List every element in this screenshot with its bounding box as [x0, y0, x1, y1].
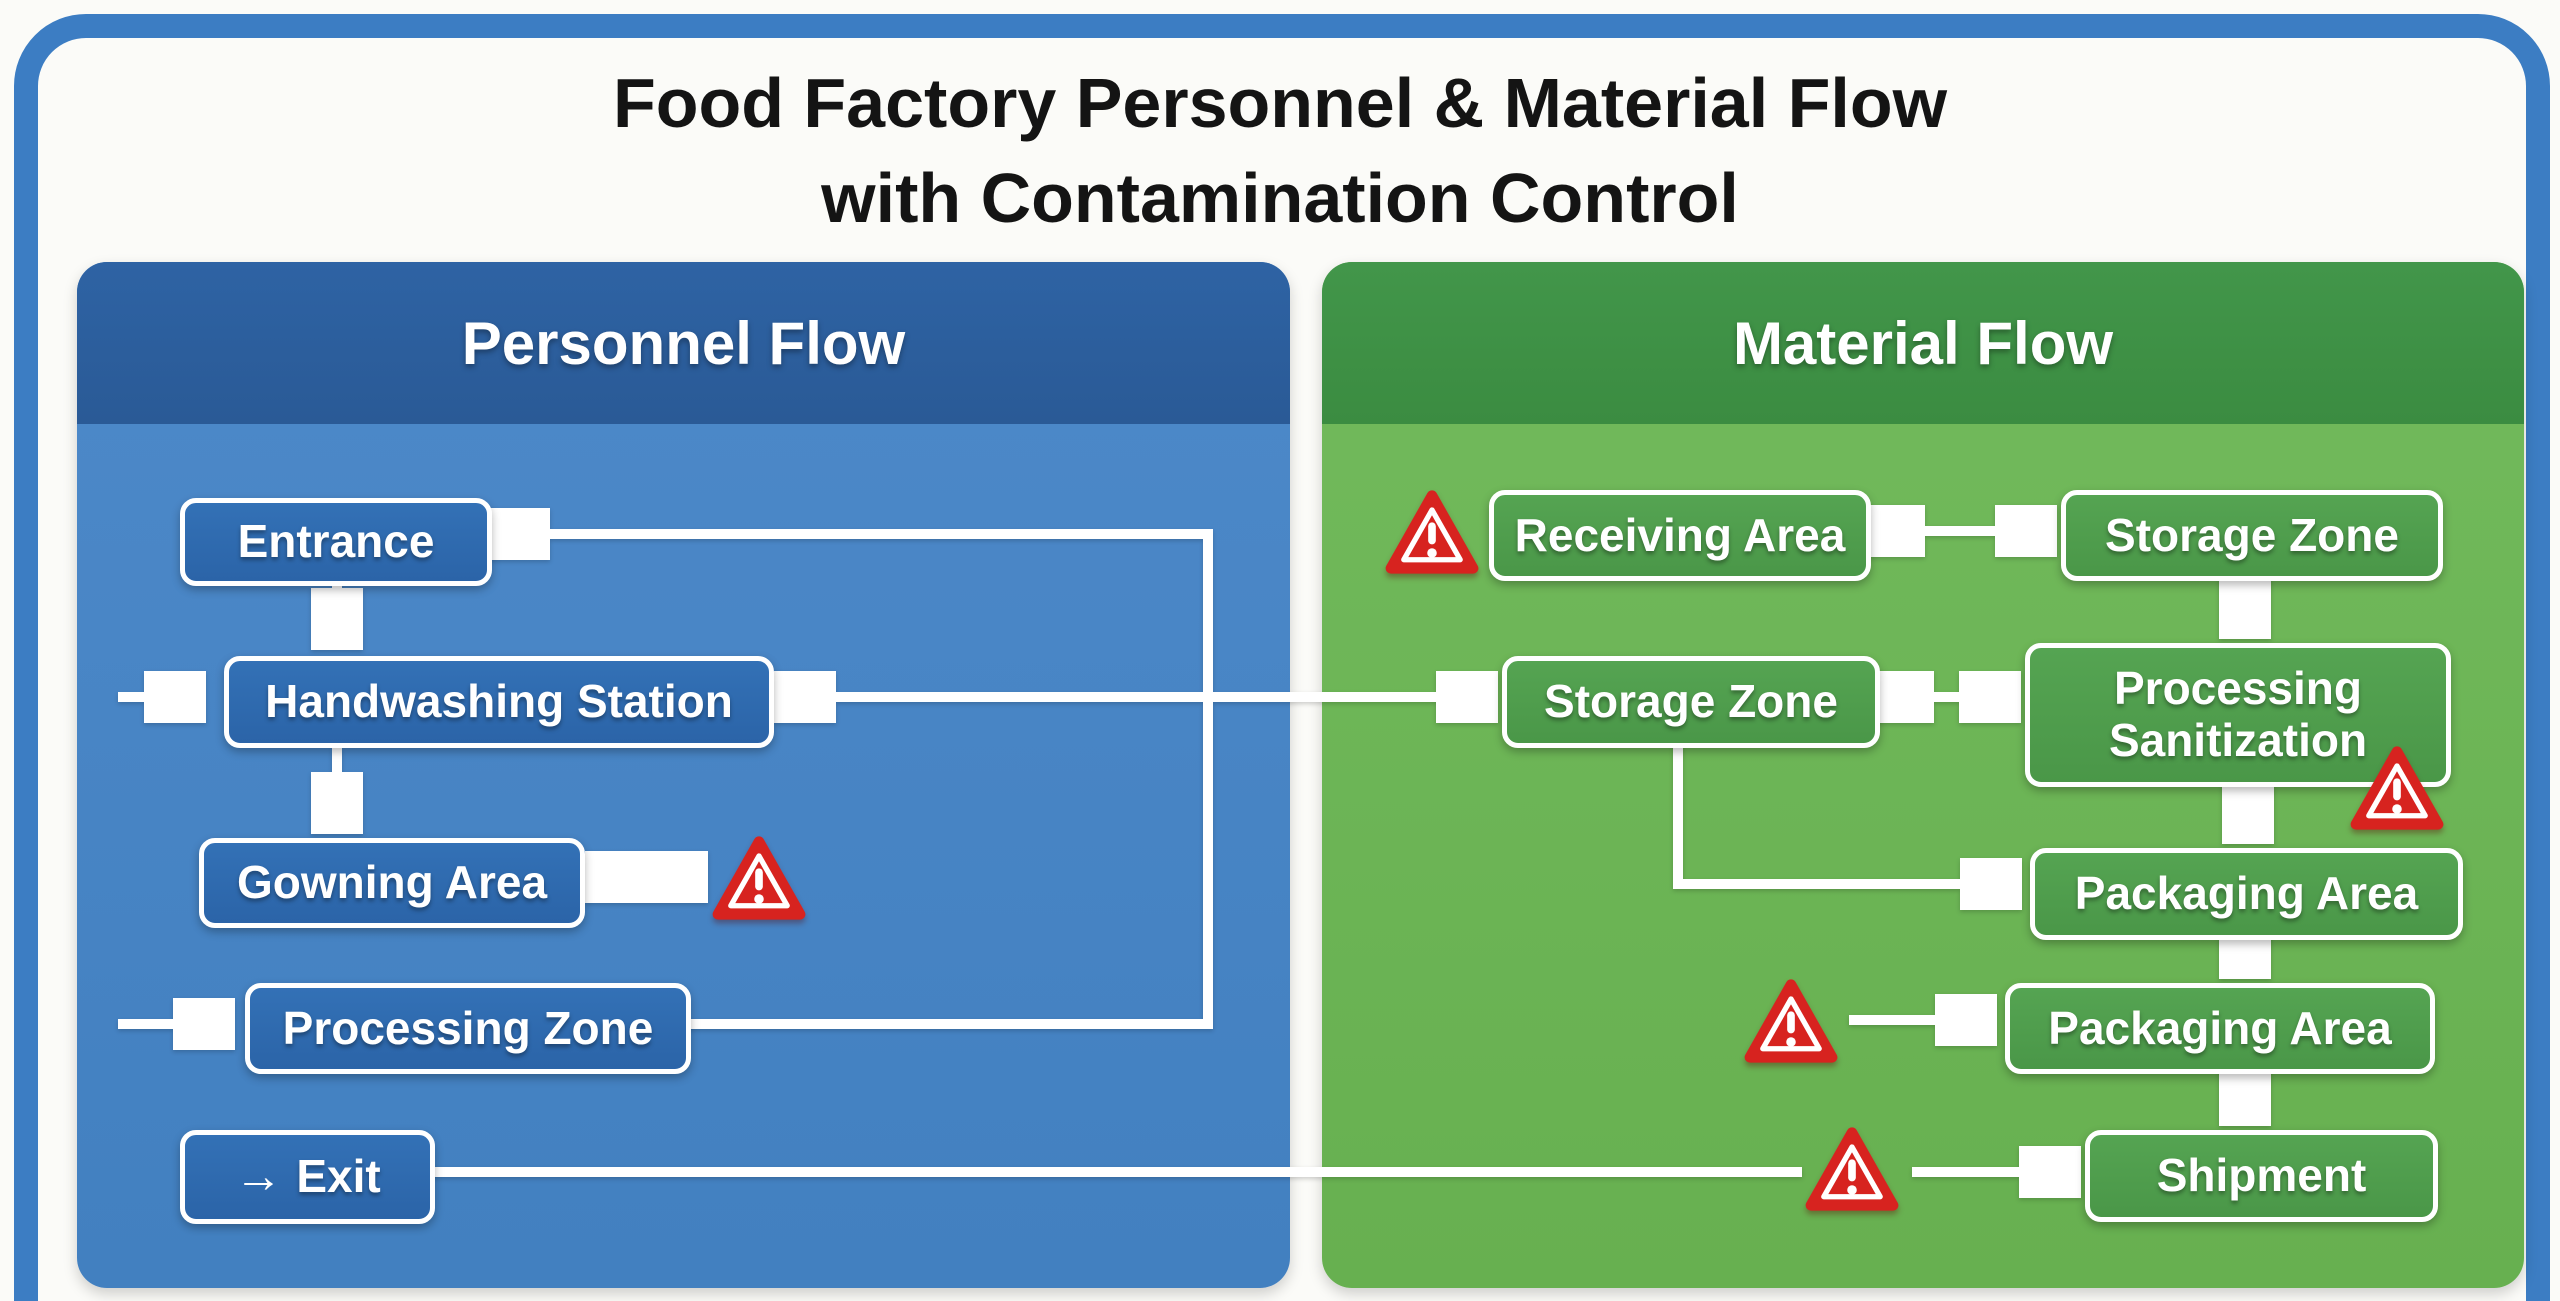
warning-icon-receiving	[1384, 487, 1480, 575]
warning-triangle-icon	[1750, 985, 1832, 1058]
node-packaging-area-2-label: Packaging Area	[2048, 1001, 2392, 1054]
node-processing-zone: Processing Zone	[245, 983, 691, 1074]
warning-icon-processing-sanitization	[2349, 743, 2445, 831]
warning-triangle-icon	[718, 842, 800, 915]
node-packaging-area-1: Packaging Area	[2030, 848, 2463, 940]
node-entrance-label: Entrance	[237, 515, 435, 568]
node-gowning-label: Gowning Area	[236, 856, 548, 909]
arrow-right-icon: →	[234, 1150, 283, 1204]
node-processing-sanitization-line2: Sanitization	[2108, 714, 2368, 766]
node-processing-sanitization-line1: Processing	[2114, 662, 2362, 715]
node-shipment-label: Shipment	[2156, 1149, 2367, 1202]
node-shipment: Shipment	[2085, 1130, 2438, 1222]
node-exit: → Exit	[180, 1130, 435, 1224]
material-flow-header: Material Flow	[1322, 262, 2524, 424]
warning-icon-gowning	[711, 833, 807, 921]
page-title: Food Factory Personnel & Material Flow w…	[0, 56, 2560, 246]
warning-triangle-icon	[1391, 496, 1473, 569]
outer-frame-border	[14, 14, 2550, 1301]
node-packaging-area-1-label: Packaging Area	[2074, 867, 2419, 920]
node-storage-zone-top-label: Storage Zone	[2105, 508, 2399, 561]
warning-icon-packaging	[1743, 976, 1839, 1064]
node-processing-zone-label: Processing Zone	[282, 1001, 654, 1054]
node-storage-zone-mid-label: Storage Zone	[1544, 675, 1838, 728]
page-title-line1: Food Factory Personnel & Material Flow	[612, 64, 1948, 142]
node-receiving-label: Receiving Area	[1514, 508, 1846, 561]
node-entrance: Entrance	[180, 498, 492, 586]
node-processing-sanitization: Processing Sanitization	[2025, 643, 2451, 787]
page-title-line2: with Contamination Control	[821, 159, 1739, 237]
node-storage-zone-top: Storage Zone	[2061, 490, 2443, 581]
node-handwashing-label: Handwashing Station	[265, 675, 733, 728]
node-packaging-area-2: Packaging Area	[2005, 983, 2435, 1074]
node-storage-zone-mid: Storage Zone	[1502, 656, 1880, 748]
warning-icon-shipment	[1804, 1124, 1900, 1212]
node-receiving-area: Receiving Area	[1489, 490, 1871, 581]
personnel-flow-header: Personnel Flow	[77, 262, 1290, 424]
warning-triangle-icon	[1811, 1133, 1893, 1206]
node-exit-label: Exit	[296, 1150, 381, 1203]
warning-triangle-icon	[2356, 752, 2438, 825]
node-gowning-area: Gowning Area	[199, 838, 585, 928]
node-handwashing-station: Handwashing Station	[224, 656, 774, 748]
